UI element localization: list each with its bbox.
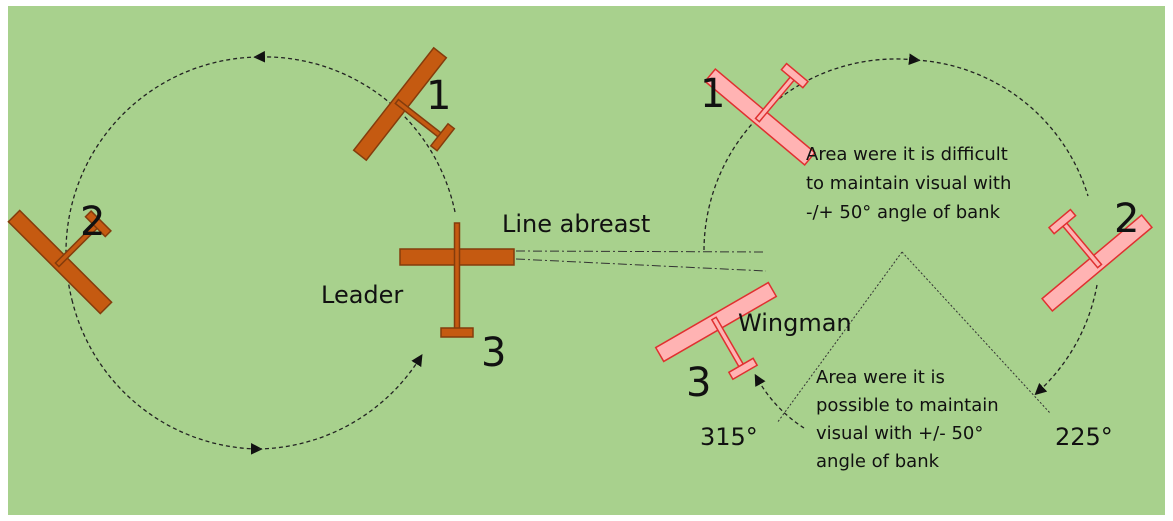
- possible-area-note-line: visual with +/- 50°: [816, 423, 983, 444]
- wingman-plane-1: [704, 62, 816, 166]
- angle-225-label: 225°: [1055, 423, 1113, 451]
- difficult-area-note-line: -/+ 50° angle of bank: [806, 202, 1001, 223]
- wingman-position-1-number: 1: [700, 71, 725, 117]
- leader-plane-3: [399, 222, 515, 338]
- diagram-background: [8, 6, 1165, 515]
- wingman-circle-path: [703, 53, 1098, 429]
- leader-circle-path: [65, 50, 456, 455]
- difficult-area-note: Area were it is difficult to maintain vi…: [806, 144, 1011, 223]
- leader-position-1-number: 1: [426, 73, 451, 119]
- difficult-area-note-line: to maintain visual with: [806, 173, 1011, 194]
- leader-label: Leader: [321, 281, 403, 309]
- wingman-plane-3: [654, 281, 778, 381]
- possible-area-note-line: Area were it is: [816, 367, 945, 388]
- line-abreast-lines: [515, 250, 767, 272]
- visibility-sector-lines: [776, 251, 1051, 424]
- possible-area-note-line: angle of bank: [816, 451, 940, 472]
- possible-area-note-line: possible to maintain: [816, 395, 999, 416]
- difficult-area-note-line: Area were it is difficult: [806, 144, 1008, 165]
- wingman-label: Wingman: [738, 309, 852, 337]
- line-abreast-label: Line abreast: [502, 210, 650, 238]
- wingman-position-2-number: 2: [1114, 196, 1139, 242]
- leader-plane-1: [352, 46, 456, 162]
- wingman-plane-2: [1041, 208, 1153, 312]
- angle-315-label: 315°: [700, 423, 758, 451]
- possible-area-note: Area were it is possible to maintain vis…: [816, 367, 999, 472]
- leader-position-2-number: 2: [80, 199, 105, 245]
- leader-position-3-number: 3: [481, 330, 506, 376]
- wingman-position-3-number: 3: [686, 360, 711, 406]
- leader-plane-2: [7, 209, 113, 315]
